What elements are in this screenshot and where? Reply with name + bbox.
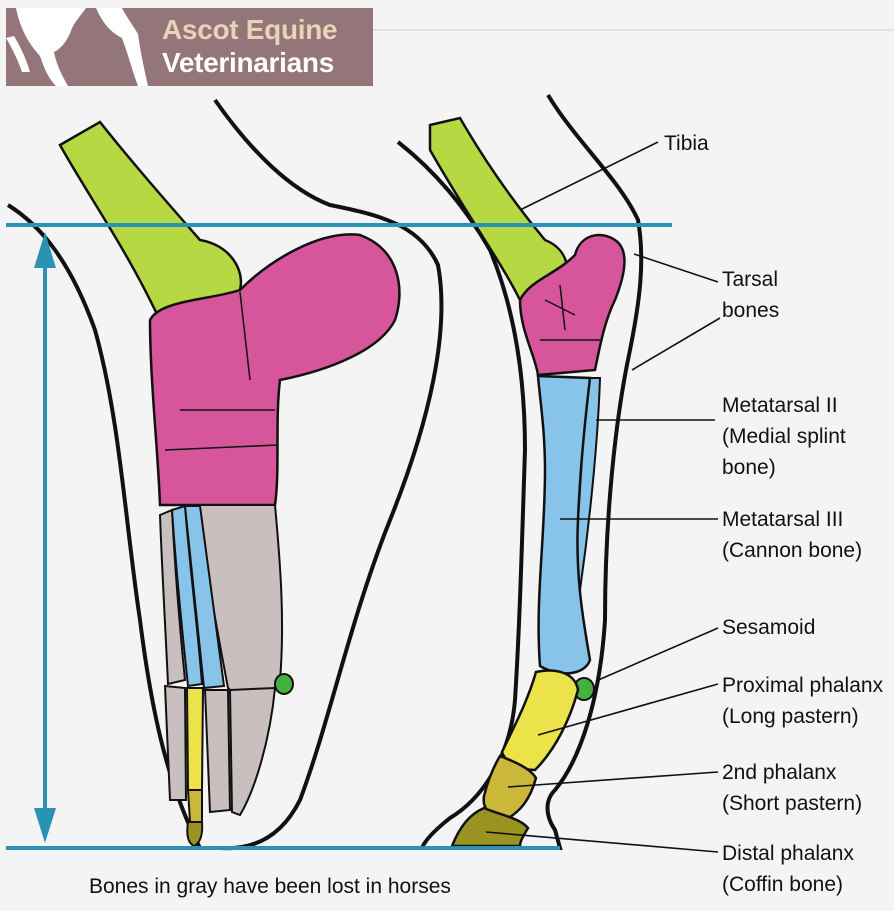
human-sesamoid	[275, 674, 293, 694]
label-metatarsal-iii: Metatarsal III (Cannon bone)	[722, 504, 862, 566]
label-sesamoid: Sesamoid	[722, 612, 815, 643]
human-foot	[8, 100, 441, 848]
label-metatarsal-iii-line-2: (Cannon bone)	[722, 535, 862, 566]
label-proximal-phalanx-line-1: Proximal phalanx	[722, 670, 883, 701]
label-sesamoid-line-1: Sesamoid	[722, 612, 815, 643]
human-second-phalanx	[188, 790, 202, 822]
label-second-phalanx: 2nd phalanx (Short pastern)	[722, 757, 862, 819]
horse-distal-phalanx	[452, 808, 528, 846]
label-tarsal-line-2: bones	[722, 295, 779, 326]
leader-second-phalanx	[508, 772, 718, 787]
label-second-phalanx-line-1: 2nd phalanx	[722, 757, 862, 788]
logo: Ascot Equine Veterinarians	[6, 8, 373, 86]
label-metatarsal-ii-line-1: Metatarsal II	[722, 390, 846, 421]
label-tarsal-line-1: Tarsal	[722, 264, 779, 295]
label-metatarsal-ii-line-3: bone)	[722, 452, 846, 483]
label-distal-phalanx-line-1: Distal phalanx	[722, 838, 854, 869]
human-tibia	[60, 122, 241, 320]
label-distal-phalanx: Distal phalanx (Coffin bone)	[722, 838, 854, 900]
caption: Bones in gray have been lost in horses	[89, 875, 451, 899]
height-arrow-head-down	[34, 808, 56, 843]
human-lost-phalanges-1	[165, 686, 186, 800]
label-metatarsal-iii-line-1: Metatarsal III	[722, 504, 862, 535]
human-lost-phalanges-2	[205, 690, 230, 812]
logo-line-2: Veterinarians	[162, 49, 334, 77]
human-distal-phalanx	[187, 822, 202, 846]
leader-sesamoid	[596, 628, 718, 681]
label-metatarsal-ii: Metatarsal II (Medial splint bone)	[722, 390, 846, 483]
leader-tarsal-1	[634, 254, 718, 282]
label-proximal-phalanx: Proximal phalanx (Long pastern)	[722, 670, 883, 732]
label-metatarsal-ii-line-2: (Medial splint	[722, 421, 846, 452]
human-proximal-phalanx	[187, 688, 203, 790]
label-tarsal: Tarsal bones	[722, 264, 779, 326]
logo-line-1: Ascot Equine	[162, 16, 337, 44]
horse-legs-logo-icon	[6, 8, 156, 86]
label-tibia-line-1: Tibia	[664, 128, 709, 159]
label-proximal-phalanx-line-2: (Long pastern)	[722, 701, 883, 732]
human-lost-phalanges-3	[230, 688, 275, 815]
label-tibia: Tibia	[664, 128, 709, 159]
label-second-phalanx-line-2: (Short pastern)	[722, 788, 862, 819]
horse-leg	[398, 95, 641, 848]
label-distal-phalanx-line-2: (Coffin bone)	[722, 869, 854, 900]
leader-tarsal-2	[632, 318, 720, 370]
